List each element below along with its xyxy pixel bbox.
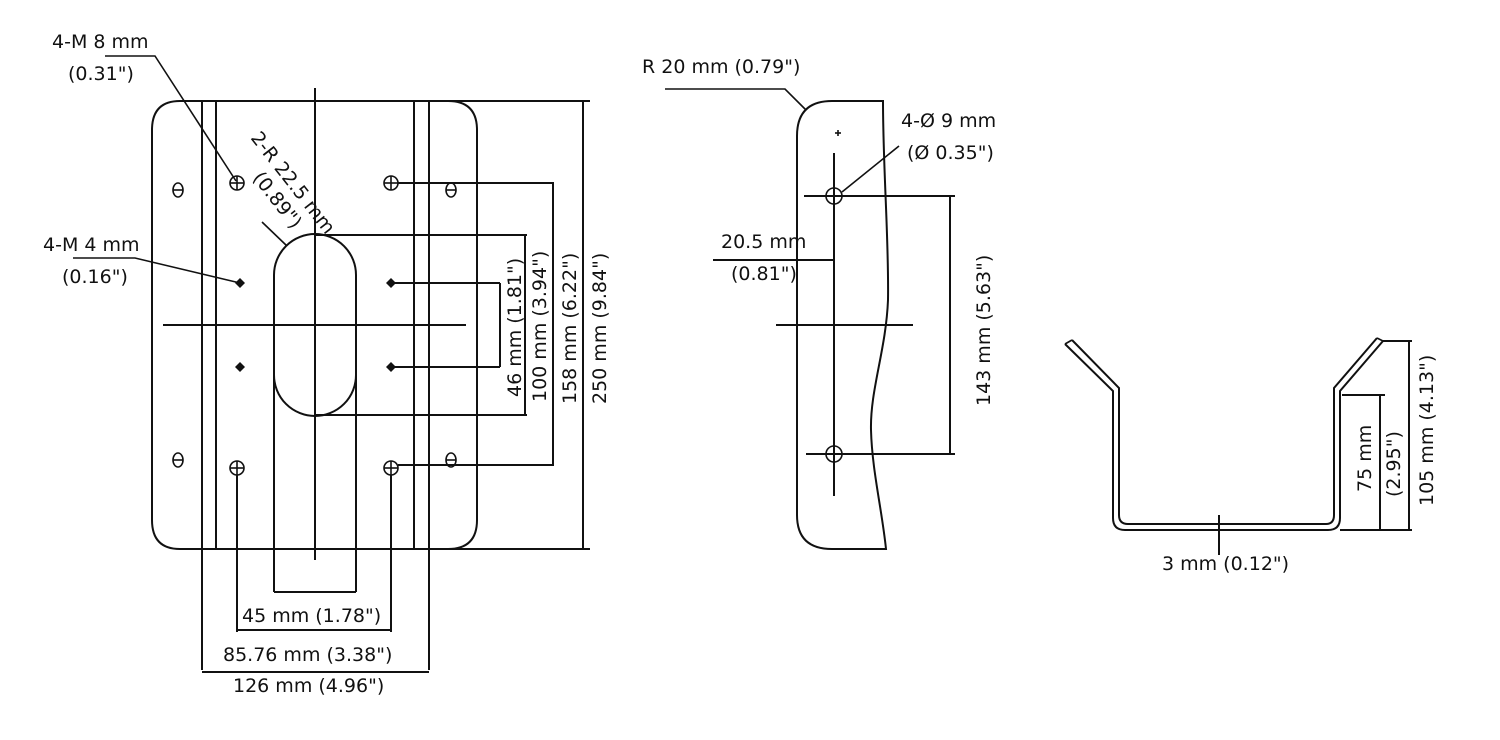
label-m8-holes-in: (0.31")	[68, 63, 134, 85]
label-offset: 20.5 mm	[721, 231, 806, 253]
label-thickness: 3 mm (0.12")	[1162, 553, 1289, 575]
label-dim-143: 143 mm (5.63")	[973, 255, 995, 406]
label-dim-158: 158 mm (6.22")	[559, 253, 581, 404]
label-dim-75: 75 mm	[1354, 425, 1376, 492]
flange-hole	[445, 182, 457, 198]
m8-hole	[229, 175, 245, 191]
label-offset-in: (0.81")	[731, 263, 797, 285]
leader-m4	[73, 257, 241, 284]
label-side-holes-in: (Ø 0.35")	[907, 142, 994, 164]
flange-hole	[172, 452, 184, 468]
label-side-holes: 4-Ø 9 mm	[901, 110, 996, 132]
front-view: 4-M 8 mm (0.31") 4-M 4 mm (0.16") 2-R 22…	[43, 31, 611, 697]
label-dim-45: 45 mm (1.78")	[242, 605, 381, 627]
m4-hole	[235, 362, 245, 372]
flange-hole	[172, 182, 184, 198]
leader-corner-radius	[665, 88, 807, 111]
profile-inner	[1071, 337, 1378, 525]
label-m4-holes-in: (0.16")	[62, 266, 128, 288]
label-dim-46: 46 mm (1.81")	[504, 258, 526, 397]
m8-hole	[383, 175, 399, 191]
leader-m8	[105, 55, 237, 182]
label-m8-holes: 4-M 8 mm	[52, 31, 149, 53]
label-dim-100: 100 mm (3.94")	[529, 251, 551, 402]
label-dim-126: 126 mm (4.96")	[233, 675, 384, 697]
label-dim-105: 105 mm (4.13")	[1416, 355, 1438, 506]
profile-view: 3 mm (0.12") 75 mm (2.95") 105 mm (4.13"…	[1064, 337, 1438, 575]
m8-hole	[383, 460, 399, 476]
side-view: R 20 mm (0.79") 4-Ø 9 mm (Ø 0.35") 20.5 …	[642, 56, 996, 550]
label-corner-radius: R 20 mm (0.79")	[642, 56, 800, 78]
label-m4-holes: 4-M 4 mm	[43, 234, 140, 256]
profile-outer	[1064, 340, 1384, 531]
flange-hole	[445, 452, 457, 468]
label-dim-250: 250 mm (9.84")	[589, 253, 611, 404]
leader-slot-radius	[261, 221, 288, 247]
label-dim-85: 85.76 mm (3.38")	[223, 644, 392, 666]
m8-hole	[229, 460, 245, 476]
side-outline	[796, 100, 890, 550]
label-dim-75-in: (2.95")	[1383, 431, 1405, 497]
leader-side-holes	[841, 145, 900, 193]
